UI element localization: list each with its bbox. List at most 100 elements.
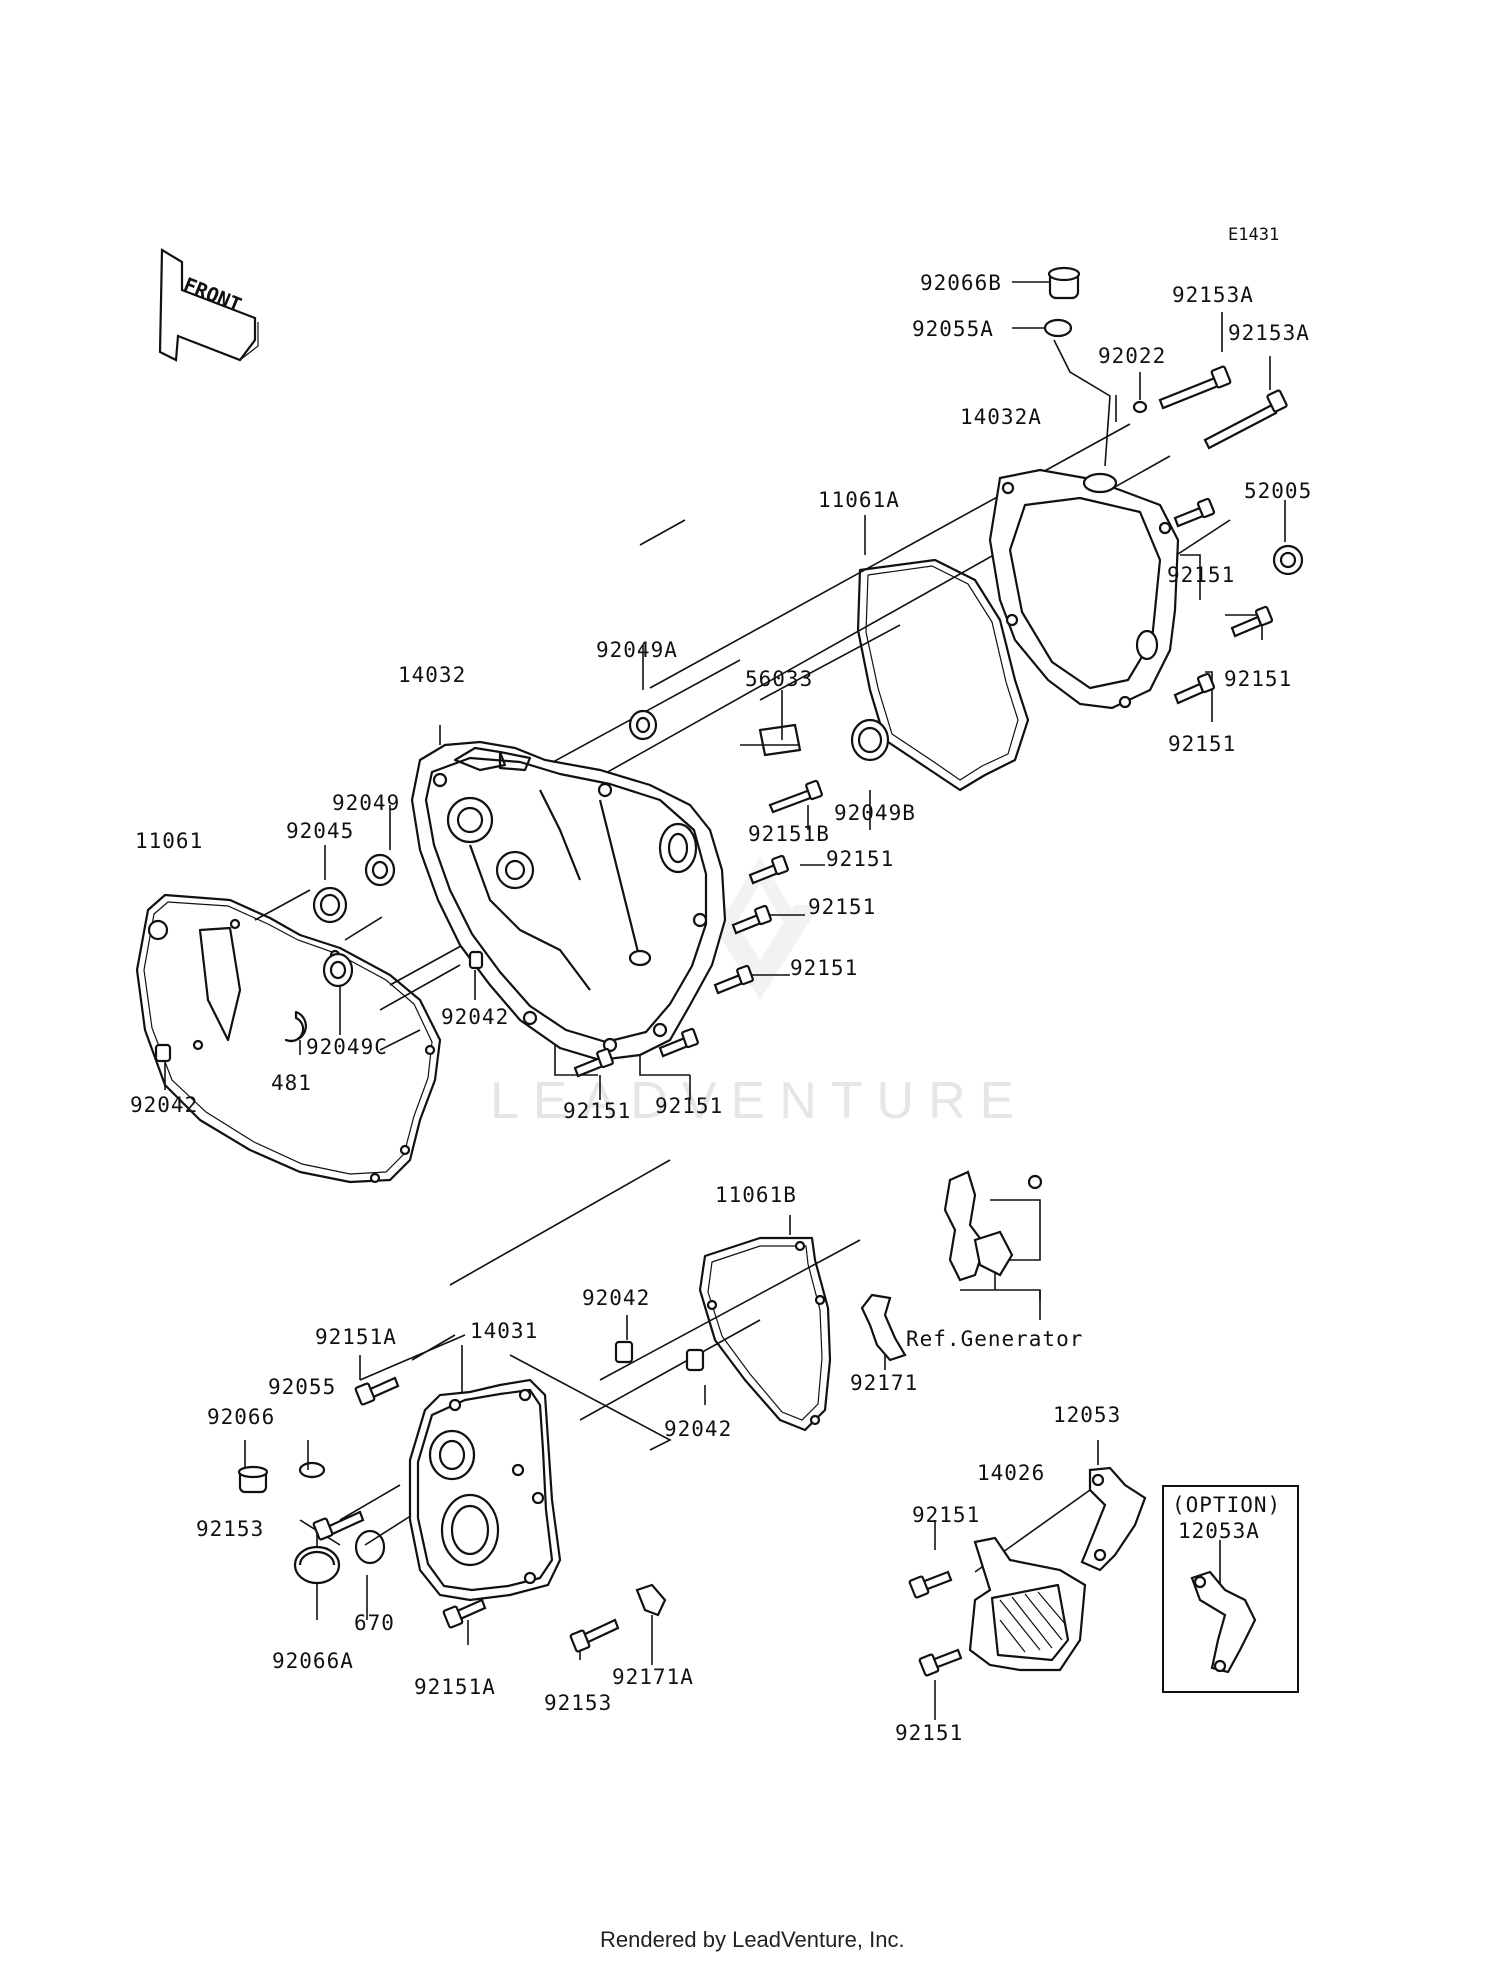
bolt-92153a-1 [1158,365,1232,410]
label-11061a: 11061A [818,488,900,512]
crankcase-cover-14032 [410,740,727,1062]
label-92153a-1: 92153A [1172,283,1254,307]
label-92153a-2: 92153A [1228,321,1310,345]
label-92151-b1: 92151 [563,1099,631,1123]
label-92049a: 92049A [596,638,678,662]
guard-12053 [1080,1466,1147,1572]
gasket-11061a [856,558,1030,792]
label-92151a-2: 92151A [414,1675,496,1699]
label-92151-m1: 92151 [826,847,894,871]
bolt-92151-m3 [713,964,754,995]
bolt-92151-m2 [731,904,772,935]
bolt-92151-g1 [908,1570,953,1599]
diagram-code: E1431 [1228,225,1279,245]
gasket-11061 [135,893,442,1184]
label-670: 670 [354,1611,395,1635]
clutch-cover-14032a [988,468,1180,710]
seal-92049 [364,853,396,887]
label-92151-m3: 92151 [790,956,858,980]
label-92042-c2: 92042 [664,1417,732,1441]
bolt-92153-l [312,1510,365,1541]
label-92042-c1: 92042 [582,1286,650,1310]
dowel-pin-92042-m [468,950,484,970]
label-11061: 11061 [135,829,203,853]
bolt-92151-g2 [918,1648,963,1677]
bearing-92045 [312,886,348,924]
label-14032: 14032 [398,663,466,687]
front-arrow-icon: FRONT [158,248,259,362]
label-92022: 92022 [1098,344,1166,368]
label-92066a: 92066A [272,1649,354,1673]
label-92151b: 92151B [748,822,830,846]
label-92042-l: 92042 [130,1093,198,1117]
bolt-92153a-2 [1203,389,1288,450]
plug-92066 [237,1465,269,1494]
o-ring-670 [354,1529,386,1565]
clamp-92171a [635,1583,667,1617]
label-14032a: 14032A [960,405,1042,429]
label-92151a-1: 92151A [315,1325,397,1349]
watermark: LEADVENTURE [490,1072,1028,1130]
option-box [1162,1485,1299,1693]
dowel-pin-92042-c1 [614,1340,634,1364]
label-92151-b2: 92151 [655,1094,723,1118]
gasket-11061b [698,1236,832,1432]
label-92171a: 92171A [612,1665,694,1689]
washer-92022 [1132,400,1148,414]
label-92153-b: 92153 [544,1691,612,1715]
bolt-92151-m1 [748,854,789,885]
label-92151-m2: 92151 [808,895,876,919]
dowel-pin-92042-c2 [685,1348,705,1372]
bolt-92151-r2 [1230,605,1274,638]
label-92049b: 92049B [834,801,916,825]
plate-56033 [758,723,802,757]
label-option-title: (OPTION) [1172,1493,1281,1517]
bolt-92151a-2 [442,1598,487,1629]
label-92151-g2: 92151 [895,1721,963,1745]
label-92042-m: 92042 [441,1005,509,1029]
label-56033: 56033 [745,667,813,691]
label-92153-l: 92153 [196,1517,264,1541]
label-92171: 92171 [850,1371,918,1395]
label-12053a: 12053A [1178,1519,1260,1543]
bolt-92151-b2 [658,1027,699,1058]
label-92045: 92045 [286,819,354,843]
label-481: 481 [271,1071,312,1095]
label-92049: 92049 [332,791,400,815]
circlip-481 [284,1010,307,1043]
seal-92049a [628,709,658,741]
plug-92066a [293,1545,341,1585]
label-92151-r2: 92151 [1224,667,1292,691]
bolt-92151b [768,779,823,814]
bolt-92151-r3 [1173,672,1216,705]
clamp-92171 [860,1293,907,1362]
label-92066: 92066 [207,1405,275,1429]
bolt-92151-r1 [1173,497,1216,528]
label-92066b: 92066B [920,271,1002,295]
footer-credit: Rendered by LeadVenture, Inc. [600,1927,905,1952]
label-52005: 52005 [1244,479,1312,503]
plug-92066b [1047,266,1081,300]
cover-14026 [968,1536,1087,1672]
generator-cover-14031 [408,1378,562,1602]
label-ref-generator: Ref.Generator [906,1327,1083,1351]
label-92151-g1: 92151 [912,1503,980,1527]
seal-52005 [1272,544,1304,576]
o-ring-92055a [1043,318,1073,338]
bolt-92151a-1 [354,1376,400,1406]
label-14026: 14026 [977,1461,1045,1485]
label-14031: 14031 [470,1319,538,1343]
label-11061b: 11061B [715,1183,797,1207]
label-92055a: 92055A [912,317,994,341]
seal-92049b [850,718,890,762]
generator-ref-bracket [943,1170,1043,1282]
label-12053: 12053 [1053,1403,1121,1427]
dowel-pin-92042-l [154,1043,172,1063]
leader-lines-middle [164,519,901,1100]
seal-92049c [322,952,354,988]
label-92049c: 92049C [306,1035,388,1059]
label-92151-r1: 92151 [1167,563,1235,587]
bolt-92153-b [569,1618,620,1653]
label-92055: 92055 [268,1375,336,1399]
